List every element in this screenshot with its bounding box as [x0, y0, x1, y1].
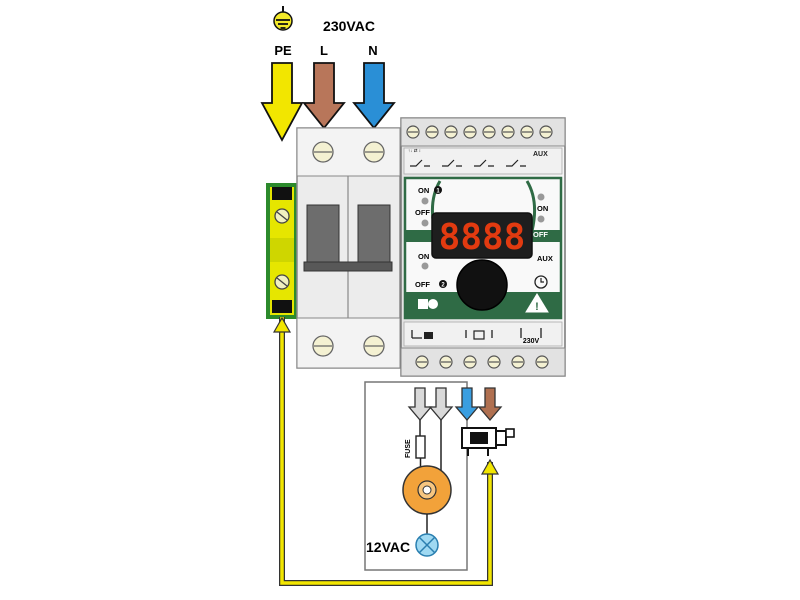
- clock-icon: [534, 275, 548, 289]
- load-circuit-box: [364, 381, 468, 571]
- line-arrow: [302, 62, 346, 130]
- svg-text:↑↓ ⇄ ↕: ↑↓ ⇄ ↕: [408, 148, 421, 153]
- gray-arrow-2: [428, 387, 454, 422]
- circuit-breaker: [296, 127, 401, 369]
- aux-mid-label: AUX: [537, 254, 553, 263]
- gray-arrow-1: [407, 387, 433, 422]
- blue-arrow: [454, 387, 480, 422]
- aux-top-label: AUX: [533, 151, 548, 158]
- line-label: L: [320, 43, 328, 58]
- left-on-1-label: ON: [418, 186, 429, 195]
- svg-text:1: 1: [436, 189, 440, 195]
- ground-icon: [273, 6, 293, 31]
- left-off-2-label: OFF: [415, 280, 430, 289]
- right-off-1-label: OFF: [533, 230, 548, 239]
- svg-text:!: !: [535, 301, 539, 313]
- control-knob[interactable]: [456, 259, 508, 311]
- left-on-2-label: ON: [418, 252, 429, 261]
- bottom-voltage-label: 230V: [523, 338, 540, 345]
- pe-label: PE: [274, 43, 292, 58]
- led-display: [431, 212, 533, 259]
- low-voltage-label: 12VAC: [366, 539, 410, 555]
- fuse-label: FUSE: [405, 439, 412, 458]
- neutral-arrow: [352, 62, 396, 130]
- warning-icon: !: [525, 293, 549, 313]
- pump-icon: [418, 299, 438, 309]
- display-digits: 8888: [439, 217, 526, 258]
- supply-voltage-label: 230VAC: [323, 18, 375, 34]
- controller-module: ↑↓ ⇄ ↕ AUX ON 1 OFF ON OFF 2 ON OFF AUX: [400, 117, 566, 377]
- earth-return-wire: [272, 316, 500, 586]
- lamp-icon: [415, 533, 439, 557]
- pump-motor-icon: [461, 427, 515, 456]
- channel-1-badge: [434, 186, 442, 194]
- earth-arrow: [260, 62, 304, 142]
- neutral-label: N: [368, 43, 377, 58]
- channel-2-badge: [439, 280, 447, 288]
- left-off-1-label: OFF: [415, 208, 430, 217]
- svg-text:2: 2: [441, 283, 445, 289]
- right-on-1-label: ON: [537, 204, 548, 213]
- earth-terminal-block: [266, 183, 298, 319]
- motor-icon: [402, 465, 452, 515]
- brown-arrow: [477, 387, 503, 422]
